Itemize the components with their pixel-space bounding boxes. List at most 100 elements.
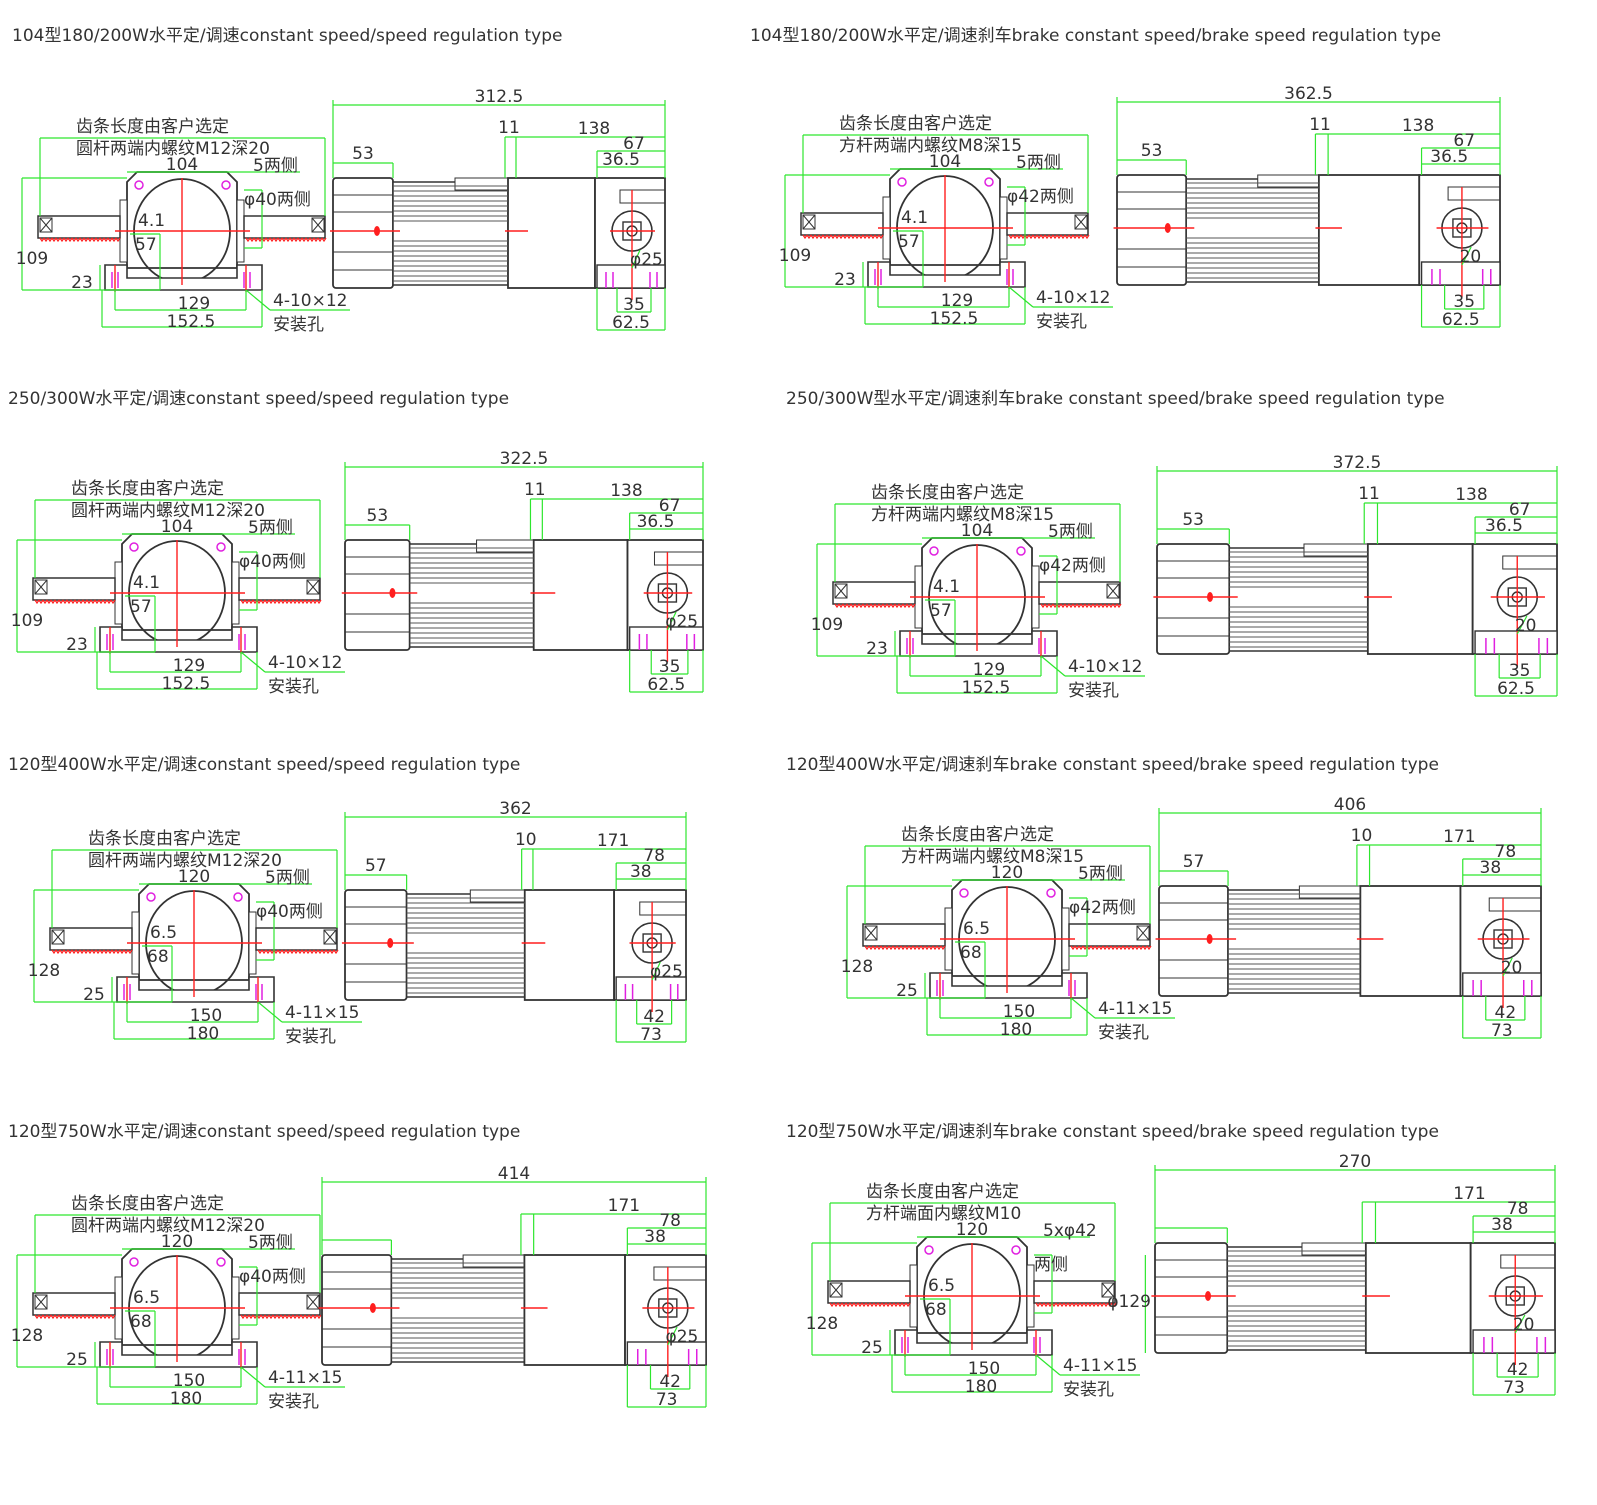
dimension-line — [1461, 246, 1472, 266]
rack-end-cross — [323, 929, 337, 945]
terminal-box — [454, 177, 509, 191]
dim-base-width: 152.5 — [167, 312, 216, 332]
panel-title: 120型750W水平定/调速刹车brake constant speed/bra… — [786, 1122, 1439, 1142]
dim-hole-spacing: 129 — [973, 660, 1005, 680]
rack-end-mark — [51, 929, 65, 945]
dim-side: 5两侧 — [1078, 864, 1123, 884]
rack-left — [862, 923, 946, 947]
label-mounting-holes: 安装孔 — [1036, 312, 1087, 332]
note-thread: 圆杆两端内螺纹M12深20 — [88, 851, 282, 871]
dim-center-height: 68 — [925, 1300, 947, 1320]
dim-hole-spacing: 129 — [173, 656, 205, 676]
dim-foot-spacing: 42 — [643, 1007, 665, 1027]
bolt-hole-icon — [959, 888, 969, 898]
side-view — [344, 539, 704, 651]
dim-mounting-holes: 4-10×12 — [1036, 288, 1110, 308]
output-cover — [1500, 1254, 1556, 1269]
label-mounting-holes: 安装孔 — [1098, 1023, 1149, 1043]
rack-end-cross — [829, 1282, 843, 1298]
output-foot — [596, 264, 666, 289]
dim-offset: 6.5 — [133, 1288, 160, 1308]
dim-height: 109 — [11, 611, 43, 631]
panel-title: 120型750W水平定/调速constant speed/speed regul… — [8, 1122, 520, 1142]
gearbox-housing — [507, 177, 596, 289]
bolt-hole-icon — [221, 180, 231, 190]
dim-gap: 11 — [1309, 115, 1331, 135]
dim-height: 128 — [11, 1326, 43, 1346]
dim-total-length: 362 — [499, 799, 531, 819]
dim-base-height: 25 — [66, 1350, 88, 1370]
dim-motor-cap: 57 — [1183, 852, 1205, 872]
rack-end-mark — [1101, 1282, 1115, 1298]
dim-center-height: 68 — [147, 947, 169, 967]
dim-height: 109 — [779, 246, 811, 266]
bolt-hole-icon — [924, 1245, 934, 1255]
note-rack-length: 齿条长度由客户选定 — [839, 114, 992, 134]
terminal-box — [1298, 885, 1361, 899]
dimension-line — [1008, 286, 1034, 308]
dim-front-width: 120 — [161, 1232, 193, 1252]
panel-6: 120型400W水平定/调速刹车brake constant speed/bra… — [786, 755, 1542, 1043]
dim-front-width: 104 — [929, 152, 961, 172]
dim-foot-spacing: 35 — [1509, 661, 1531, 681]
dim-gearbox-length: 171 — [1453, 1184, 1485, 1204]
dim-foot-spacing: 35 — [659, 657, 681, 677]
side-view — [332, 177, 666, 289]
output-foot — [1472, 1329, 1556, 1354]
dim-offset: 4.1 — [933, 577, 960, 597]
dim-base-width: 152.5 — [930, 309, 979, 329]
rack-end-cross — [306, 579, 320, 595]
dim-foot-width: 62.5 — [1442, 310, 1480, 330]
panel-1: 104型180/200W水平定/调速constant speed/speed r… — [12, 26, 666, 335]
rack-left — [832, 581, 916, 605]
bolt-hole-icon — [134, 180, 144, 190]
note-rack-length: 齿条长度由客户选定 — [871, 483, 1024, 503]
dim-center-height: 57 — [898, 232, 920, 252]
dimension-line — [666, 611, 677, 631]
bolt-hole-icon — [929, 546, 939, 556]
rack-right — [238, 1292, 321, 1316]
dim-hole-spacing: 150 — [1003, 1002, 1035, 1022]
rack-end-mark — [802, 214, 816, 230]
note-rack-length: 齿条长度由客户选定 — [88, 829, 241, 849]
terminal-box — [1257, 174, 1320, 188]
dim-base-height: 23 — [66, 635, 88, 655]
panel-title: 250/300W型水平定/调速刹车brake constant speed/br… — [786, 389, 1445, 409]
label-mounting-holes: 安装孔 — [273, 315, 324, 335]
dim-height: 109 — [811, 615, 843, 635]
dim-total-length: 312.5 — [475, 87, 524, 107]
gearbox-housing — [1364, 1242, 1472, 1354]
side-view — [344, 889, 687, 1001]
side-view — [1154, 1242, 1556, 1354]
note-thread: 圆杆两端内螺纹M12深20 — [76, 139, 270, 159]
rack-left — [32, 577, 116, 601]
dim-side: 5两侧 — [248, 1233, 293, 1253]
dim-foot-spacing: 42 — [1495, 1003, 1517, 1023]
dim-mounting-holes: 4-10×12 — [273, 291, 347, 311]
rack-right — [1006, 212, 1089, 236]
dim-gearbox-length: 171 — [1443, 827, 1475, 847]
dim-total-length: 322.5 — [500, 449, 549, 469]
dim-front-width: 104 — [161, 517, 193, 537]
bolt-hole-icon — [129, 1257, 139, 1267]
dim-center-height: 57 — [930, 601, 952, 621]
dimension-line — [1040, 655, 1066, 677]
panel-7: 120型750W水平定/调速constant speed/speed regul… — [8, 1122, 707, 1412]
output-cover — [1447, 186, 1501, 201]
dimension-line — [1035, 1354, 1061, 1376]
rack-end-mark — [864, 925, 878, 941]
dim-gearbox-length: 138 — [1455, 485, 1487, 505]
dim-shaft: φ42两侧 — [1039, 556, 1106, 576]
dimension-line — [240, 651, 266, 673]
dim-base-height: 25 — [896, 981, 918, 1001]
panel-title: 104型180/200W水平定/调速刹车brake constant speed… — [750, 26, 1441, 46]
rack-teeth — [34, 599, 322, 605]
rack-end-cross — [306, 1294, 320, 1310]
dim-offset: 6.5 — [928, 1276, 955, 1296]
rack-end-cross — [1136, 925, 1150, 941]
dim-height: 128 — [806, 1314, 838, 1334]
dim-front-width: 120 — [956, 1220, 988, 1240]
side-view — [1158, 885, 1542, 997]
dim-front-width: 104 — [166, 155, 198, 175]
rack-left — [800, 212, 884, 236]
